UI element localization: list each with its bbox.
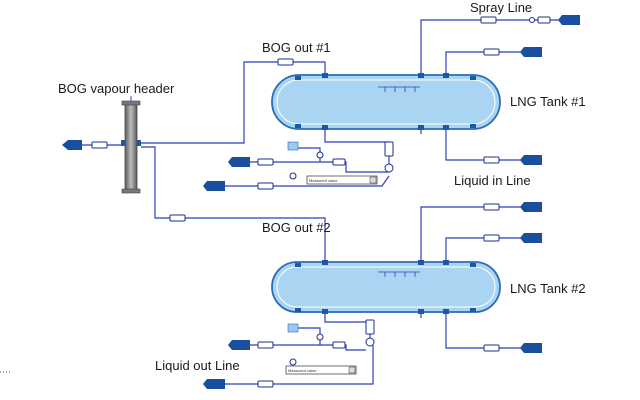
liquid-in-line-label: Liquid in Line bbox=[454, 173, 531, 188]
lng-tank-2 bbox=[271, 260, 501, 314]
spray-line-label: Spray Line bbox=[470, 0, 532, 15]
measured-value-box-1: Measured value bbox=[306, 175, 378, 185]
measured-value-label-1: Measured value bbox=[309, 178, 338, 183]
lng-tank-1 bbox=[271, 73, 501, 130]
measured-value-label-2: Measured value bbox=[288, 368, 317, 373]
spray-nozzles-2 bbox=[378, 271, 420, 277]
liquid-out-line-label: Liquid out Line bbox=[155, 358, 240, 373]
bog-out-1-label: BOG out #1 bbox=[262, 40, 331, 55]
measured-value-box-2: Measured value bbox=[285, 365, 357, 375]
bog-out-2-label: BOG out #2 bbox=[262, 220, 331, 235]
bog-vapour-header bbox=[121, 96, 141, 194]
valves bbox=[91, 16, 551, 388]
lng-tank-1-label: LNG Tank #1 bbox=[510, 94, 586, 109]
lng-tank-2-label: LNG Tank #2 bbox=[510, 281, 586, 296]
spray-nozzles-1 bbox=[378, 86, 420, 92]
bog-vapour-header-label: BOG vapour header bbox=[58, 81, 175, 96]
flow-endpoints bbox=[62, 15, 580, 389]
